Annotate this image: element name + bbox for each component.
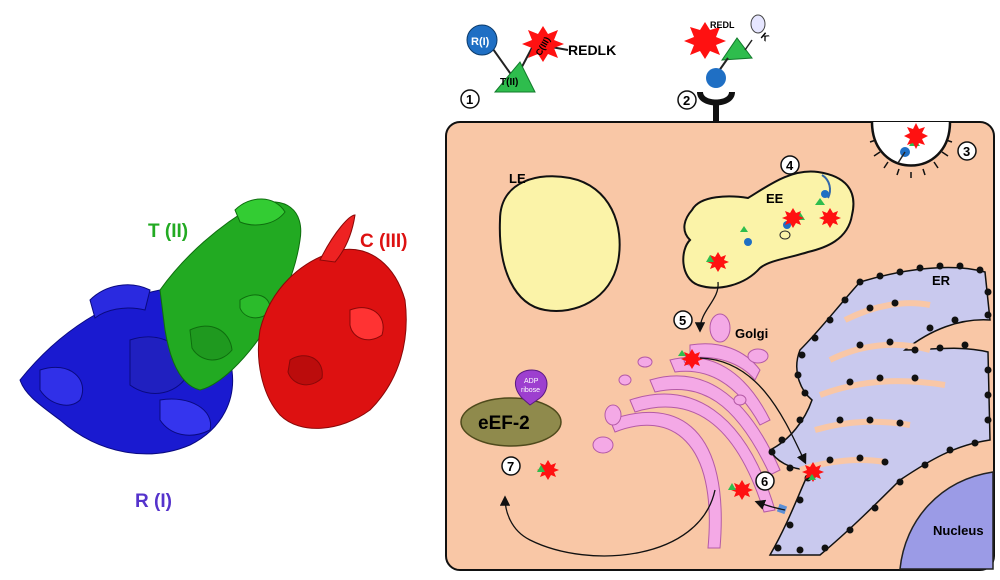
- arrow-er-to-cytosol: [754, 499, 786, 511]
- receptor-binding-schematic: [684, 14, 766, 136]
- translocation-domain-triangle: [493, 61, 536, 93]
- arrow-ee-to-golgi: [694, 281, 719, 333]
- step-6-label: 6: [761, 474, 768, 489]
- early-endosome: [682, 170, 855, 289]
- cell-surface-receptor: [697, 92, 735, 106]
- step-3-label: 3: [963, 144, 970, 159]
- domain-r-label: R (I): [135, 491, 172, 512]
- step-5-label: 5: [679, 313, 686, 328]
- step-2-label: 2: [683, 93, 690, 108]
- adp-ribose-tag: [514, 369, 548, 406]
- schematic-r-label: R(I): [471, 36, 490, 48]
- step-7-label: 7: [507, 459, 514, 474]
- domain-t-label: T (II): [148, 221, 188, 242]
- nucleus: [899, 471, 994, 570]
- eef2-label: eEF-2: [478, 413, 530, 434]
- protein-structure: [19, 198, 407, 455]
- eef2-protein: [460, 397, 562, 447]
- toxin-schematic-1: [466, 24, 569, 93]
- nucleus-label: Nucleus: [933, 523, 984, 538]
- golgi-label: Golgi: [735, 326, 768, 341]
- step-4-label: 4: [786, 158, 794, 173]
- arrow-golgi-to-er: [699, 357, 807, 465]
- arrow-cytosol-to-eef2: [499, 489, 716, 557]
- ee-label: EE: [766, 191, 784, 206]
- domain-c-label: C (III): [360, 231, 408, 252]
- le-label: LE: [509, 171, 526, 186]
- adp-label: ADP: [524, 378, 539, 385]
- step-1-label: 1: [466, 92, 473, 107]
- late-endosome: [498, 175, 621, 312]
- er-label: ER: [932, 273, 951, 288]
- redlk-label: REDLK: [568, 42, 616, 58]
- catalytic-domain-star: [522, 26, 564, 62]
- catalytic-domain-star: [684, 22, 726, 59]
- toxin-in-golgi: [681, 349, 703, 369]
- domain-c-structure: [257, 214, 407, 429]
- receptor-domain-circle: [466, 24, 498, 56]
- redl-label: REDL: [710, 20, 735, 30]
- translocation-domain-triangle: [721, 37, 753, 61]
- step-markers: [460, 89, 977, 491]
- endoplasmic-reticulum: [768, 262, 992, 556]
- ribose-label: ribose: [521, 387, 540, 394]
- endocytic-pit: [869, 121, 953, 178]
- receptor-domain-circle: [706, 68, 726, 88]
- schematic-t-label: T(II): [500, 77, 518, 88]
- domain-t-structure: [159, 198, 302, 391]
